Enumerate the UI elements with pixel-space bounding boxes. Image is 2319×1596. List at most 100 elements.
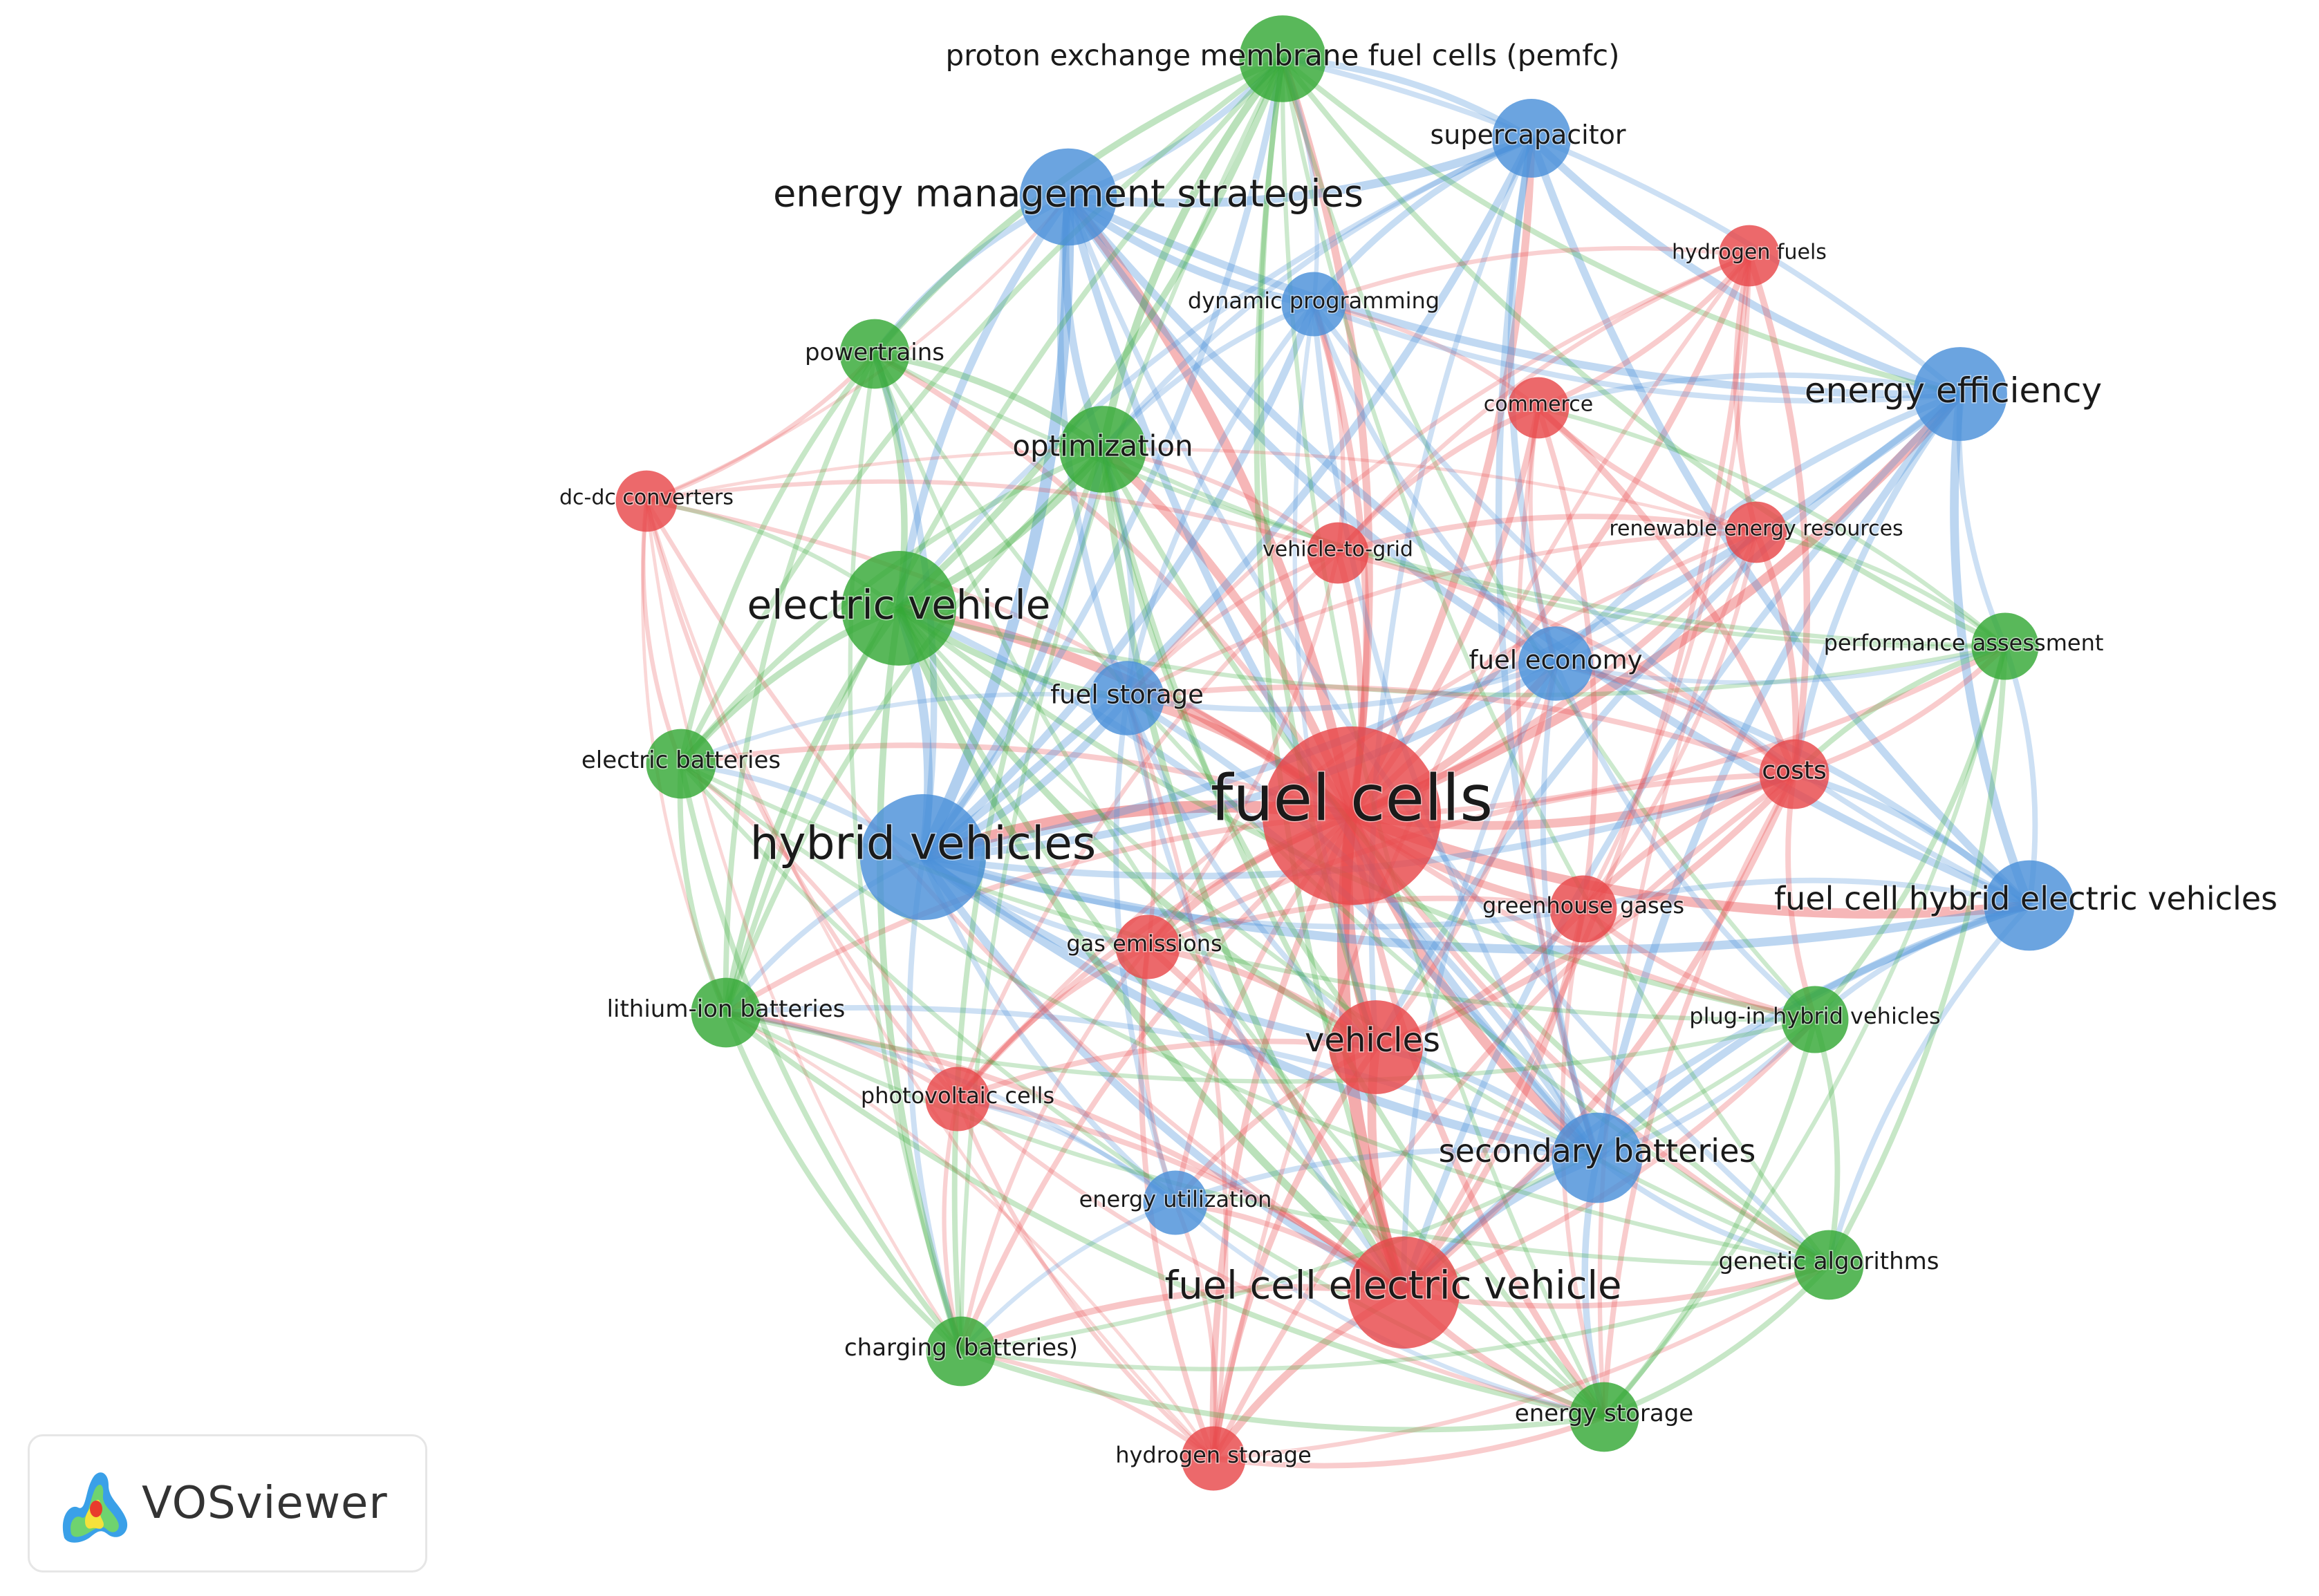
link-pemfc-performance-assessment bbox=[1280, 57, 2006, 649]
link-fuel-storage-fuel-economy bbox=[1126, 661, 1557, 713]
label-commerce[interactable]: commerce bbox=[1482, 391, 1594, 417]
label-electric-batteries[interactable]: electric batteries bbox=[580, 746, 781, 776]
link-hydrogen-storage-lithium-ion-batteries bbox=[725, 1011, 1215, 1460]
label-gas-emissions[interactable]: gas emissions bbox=[1065, 930, 1223, 958]
link-charging-batteries-energy-storage bbox=[960, 1349, 1605, 1433]
node-renewable-energy-resources[interactable] bbox=[1725, 501, 1787, 563]
label-performance-assessment[interactable]: performance assessment bbox=[1823, 629, 2105, 657]
label-plug-in-hybrid-vehicles[interactable]: plug-in hybrid vehicles bbox=[1688, 1002, 1941, 1031]
link-electric-vehicle-vehicles bbox=[896, 606, 1378, 1051]
node-fuel-storage[interactable] bbox=[1090, 661, 1164, 735]
label-charging-batteries[interactable]: charging (batteries) bbox=[843, 1333, 1079, 1363]
link-energy-efficiency-fuel-cell-hybrid-electric-vehicles bbox=[1950, 393, 2033, 908]
link-lithium-ion-batteries-plug-in-hybrid-vehicles bbox=[725, 1010, 1816, 1084]
node-photovoltaic-cells[interactable] bbox=[925, 1067, 990, 1132]
label-energy-efficiency[interactable]: energy efficiency bbox=[1803, 370, 2103, 412]
link-fuel-economy-plug-in-hybrid-vehicles bbox=[1553, 662, 1817, 1022]
link-fuel-cells-energy-efficiency bbox=[1350, 391, 1964, 820]
link-fuel-cells-genetic-algorithms bbox=[1349, 814, 1830, 1268]
node-dynamic-programming[interactable] bbox=[1281, 272, 1346, 337]
link-hybrid-vehicles-energy-management-strategies bbox=[918, 196, 1074, 860]
link-electric-vehicle-genetic-algorithms bbox=[897, 606, 1830, 1267]
node-greenhouse-gases[interactable] bbox=[1549, 875, 1617, 943]
node-gas-emissions[interactable] bbox=[1115, 914, 1180, 979]
link-commerce-renewable-energy-resources bbox=[1536, 406, 1758, 535]
label-secondary-batteries[interactable]: secondary batteries bbox=[1437, 1132, 1757, 1171]
link-energy-storage-performance-assessment bbox=[1602, 646, 2008, 1419]
node-powertrains[interactable] bbox=[839, 319, 910, 389]
node-energy-storage[interactable] bbox=[1569, 1382, 1639, 1452]
link-fuel-cells-lithium-ion-batteries bbox=[724, 813, 1352, 1015]
node-vehicles[interactable] bbox=[1329, 1000, 1423, 1094]
link-optimization-energy-storage bbox=[1100, 449, 1606, 1419]
node-genetic-algorithms[interactable] bbox=[1794, 1230, 1864, 1300]
node-hydrogen-storage[interactable] bbox=[1181, 1426, 1246, 1491]
link-pemfc-lithium-ion-batteries bbox=[723, 57, 1285, 1014]
node-hydrogen-fuels[interactable] bbox=[1718, 225, 1780, 287]
label-fuel-cells[interactable]: fuel cells bbox=[1209, 760, 1493, 836]
node-dc-dc-converters[interactable] bbox=[615, 470, 678, 532]
label-vehicle-to-grid[interactable]: vehicle-to-grid bbox=[1262, 536, 1415, 563]
label-pemfc[interactable]: proton exchange membrane fuel cells (pem… bbox=[944, 37, 1621, 73]
link-energy-efficiency-fuel-economy bbox=[1553, 391, 1962, 666]
label-electric-vehicle[interactable]: electric vehicle bbox=[746, 581, 1052, 630]
link-hydrogen-fuels-fuel-storage bbox=[1125, 254, 1751, 700]
node-fuel-economy[interactable] bbox=[1518, 626, 1593, 701]
link-dc-dc-converters-fuel-cell-electric-vehicle bbox=[644, 500, 1405, 1295]
link-pemfc-genetic-algorithms bbox=[1280, 58, 1831, 1266]
label-fuel-cell-electric-vehicle[interactable]: fuel cell electric vehicle bbox=[1164, 1262, 1623, 1309]
node-optimization[interactable] bbox=[1059, 406, 1146, 493]
node-commerce[interactable] bbox=[1507, 377, 1570, 439]
node-energy-management-strategies[interactable] bbox=[1019, 148, 1117, 246]
label-dc-dc-converters[interactable]: dc-dc converters bbox=[558, 485, 734, 511]
node-supercapacitor[interactable] bbox=[1492, 99, 1571, 178]
label-hydrogen-fuels[interactable]: hydrogen fuels bbox=[1671, 239, 1828, 265]
node-performance-assessment[interactable] bbox=[1971, 612, 2039, 680]
label-optimization[interactable]: optimization bbox=[1012, 428, 1194, 464]
label-powertrains[interactable]: powertrains bbox=[804, 338, 946, 368]
node-lithium-ion-batteries[interactable] bbox=[691, 977, 761, 1048]
label-hybrid-vehicles[interactable]: hybrid vehicles bbox=[749, 816, 1097, 871]
node-vehicle-to-grid[interactable] bbox=[1307, 522, 1369, 584]
link-vehicles-hydrogen-storage bbox=[1210, 1045, 1379, 1459]
node-energy-efficiency[interactable] bbox=[1913, 347, 2007, 441]
link-vehicles-fuel-economy bbox=[1373, 663, 1558, 1049]
node-fuel-cell-electric-vehicle[interactable] bbox=[1347, 1236, 1460, 1349]
label-greenhouse-gases[interactable]: greenhouse gases bbox=[1481, 892, 1685, 920]
link-energy-management-strategies-fuel-economy bbox=[1065, 194, 1558, 667]
node-energy-utilization[interactable] bbox=[1143, 1170, 1208, 1235]
label-energy-management-strategies[interactable]: energy management strategies bbox=[772, 171, 1365, 216]
label-fuel-storage[interactable]: fuel storage bbox=[1050, 679, 1205, 711]
label-fuel-cell-hybrid-electric-vehicles[interactable]: fuel cell hybrid electric vehicles bbox=[1773, 879, 2278, 919]
node-secondary-batteries[interactable] bbox=[1552, 1112, 1643, 1203]
label-energy-storage[interactable]: energy storage bbox=[1514, 1399, 1694, 1429]
link-secondary-batteries-fuel-storage bbox=[1125, 695, 1601, 1160]
label-fuel-economy[interactable]: fuel economy bbox=[1468, 644, 1643, 676]
node-pemfc[interactable] bbox=[1239, 15, 1326, 102]
node-fuel-cells[interactable] bbox=[1263, 726, 1441, 905]
label-lithium-ion-batteries[interactable]: lithium-ion batteries bbox=[606, 995, 846, 1024]
link-fuel-economy-fuel-cell-electric-vehicle bbox=[1401, 662, 1558, 1293]
label-hydrogen-storage[interactable]: hydrogen storage bbox=[1115, 1441, 1313, 1470]
node-charging-batteries[interactable] bbox=[926, 1316, 996, 1387]
link-electric-vehicle-lithium-ion-batteries bbox=[723, 606, 902, 1013]
label-supercapacitor[interactable]: supercapacitor bbox=[1429, 119, 1627, 151]
node-electric-batteries[interactable] bbox=[646, 729, 716, 799]
label-genetic-algorithms[interactable]: genetic algorithms bbox=[1717, 1247, 1940, 1277]
label-vehicles[interactable]: vehicles bbox=[1304, 1020, 1442, 1061]
link-vehicle-to-grid-dc-dc-converters bbox=[646, 479, 1339, 555]
node-electric-vehicle[interactable] bbox=[841, 551, 956, 666]
node-hybrid-vehicles[interactable] bbox=[859, 794, 987, 921]
label-costs[interactable]: costs bbox=[1761, 755, 1827, 786]
link-hybrid-vehicles-pemfc bbox=[920, 58, 1286, 859]
node-plug-in-hybrid-vehicles[interactable] bbox=[1781, 986, 1849, 1053]
node-fuel-cell-hybrid-electric-vehicles[interactable] bbox=[1984, 860, 2075, 951]
node-costs[interactable] bbox=[1759, 739, 1829, 809]
label-dynamic-programming[interactable]: dynamic programming bbox=[1186, 287, 1440, 315]
label-renewable-energy-resources[interactable]: renewable energy resources bbox=[1608, 516, 1904, 542]
label-photovoltaic-cells[interactable]: photovoltaic cells bbox=[859, 1082, 1055, 1110]
link-fuel-cells-supercapacitor bbox=[1348, 138, 1536, 818]
label-energy-utilization[interactable]: energy utilization bbox=[1078, 1185, 1273, 1214]
link-pemfc-electric-batteries bbox=[678, 56, 1285, 765]
